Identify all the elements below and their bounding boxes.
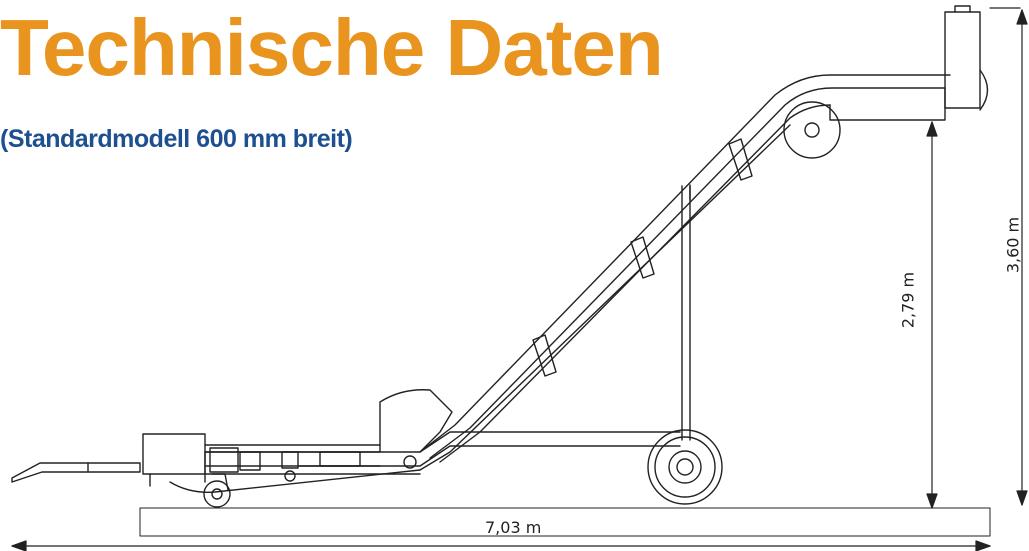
dimension-height-total	[989, 7, 1028, 506]
discharge-head	[944, 5, 989, 111]
large-wheel	[647, 429, 723, 505]
height-lower-dimension-label: 2,79 m	[898, 271, 918, 329]
caster-wheel	[203, 473, 231, 508]
height-total-dimension-label: 3,60 m	[1003, 216, 1023, 274]
ground-platform	[139, 507, 991, 537]
page-subtitle: (Standardmodell 600 mm breit)	[0, 125, 353, 153]
tow-bar	[11, 462, 141, 483]
length-dimension-label: 7,03 m	[485, 518, 542, 537]
head-pulley	[783, 101, 841, 159]
dimension-height-lower	[926, 121, 938, 509]
feed-hood	[379, 389, 453, 453]
support-strut	[681, 185, 691, 441]
base-frame	[169, 431, 681, 493]
inclined-conveyor	[419, 74, 951, 471]
base-rollers	[284, 455, 417, 482]
page-title: Technische Daten	[0, 3, 664, 92]
dimension-length	[11, 540, 991, 551]
